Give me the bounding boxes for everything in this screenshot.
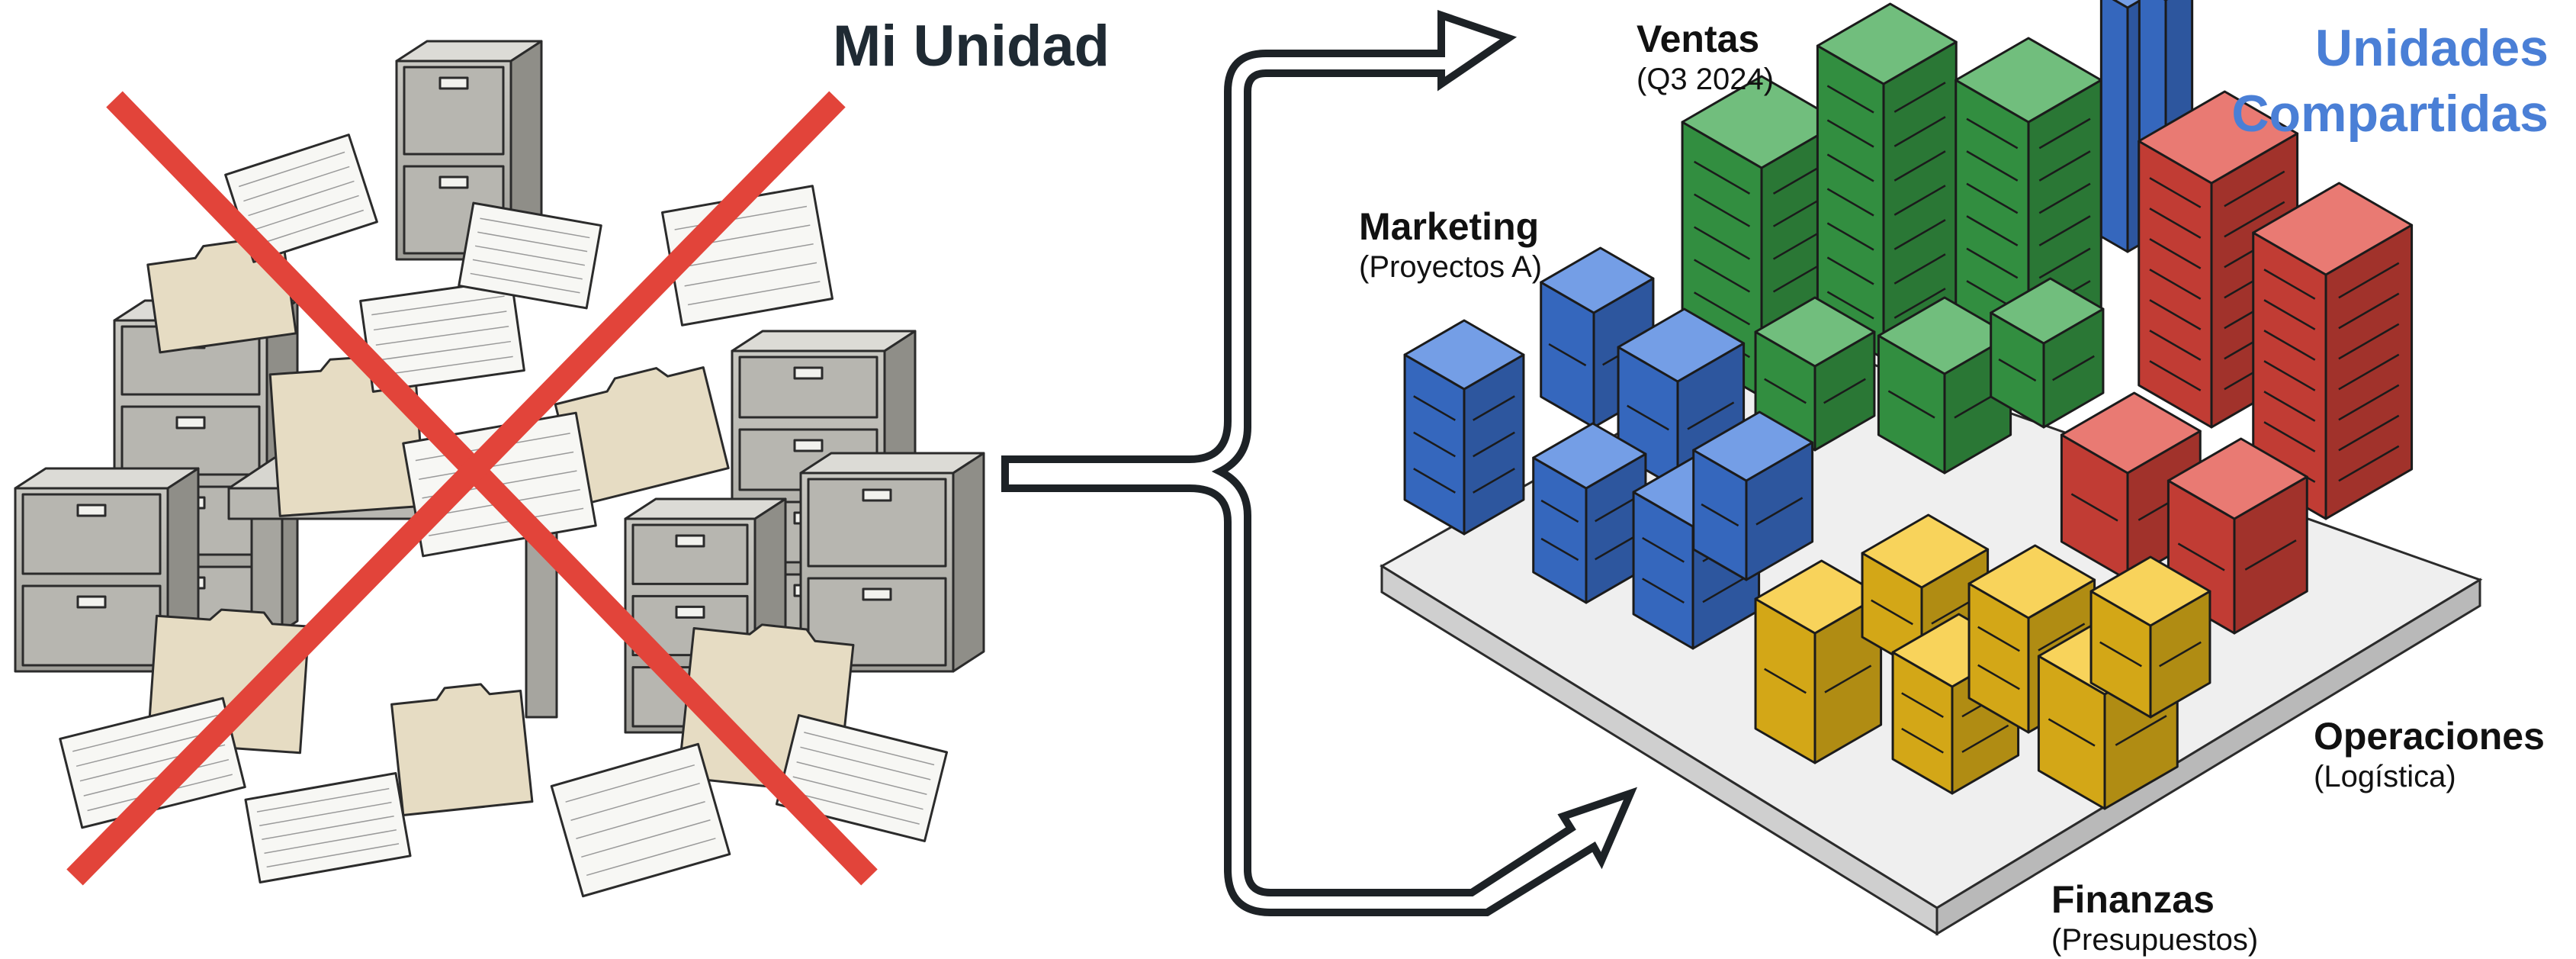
paper-icon xyxy=(59,697,246,829)
filing-cabinet xyxy=(14,467,200,673)
ventas-cube xyxy=(1754,296,1876,452)
unit-detail: (Q3 2024) xyxy=(1636,63,1775,96)
finanzas-cube xyxy=(2089,555,2211,719)
finanzas-cube xyxy=(1891,613,2020,795)
unit-detail: (Proyectos A) xyxy=(1359,250,1543,284)
unit-detail: (Logística) xyxy=(2314,760,2456,793)
paper-icon xyxy=(550,742,731,898)
unit-name: Operaciones xyxy=(2314,715,2545,758)
operaciones-cube xyxy=(2166,437,2308,635)
paper-icon xyxy=(244,771,412,884)
shared-drives-title-line2: Compartidas xyxy=(2231,85,2549,143)
unit-name: Finanzas xyxy=(2051,878,2215,921)
operaciones-rack xyxy=(2252,182,2414,520)
filing-cabinet xyxy=(799,452,985,673)
ventas-tower xyxy=(1816,2,1958,360)
unit-label-finanzas: Finanzas (Presupuestos) xyxy=(2051,877,2258,958)
paper-icon xyxy=(458,201,602,310)
red-cross-icon xyxy=(66,91,878,886)
unit-label-operaciones: Operaciones (Logística) xyxy=(2314,714,2545,795)
shared-drives-title: Unidades Compartidas xyxy=(2231,15,2549,146)
unit-name: Ventas xyxy=(1636,18,1760,60)
filing-cabinets-illustration xyxy=(14,40,985,898)
folder-icon xyxy=(390,683,534,816)
ventas-cube xyxy=(1990,277,2105,429)
unit-name: Marketing xyxy=(1359,205,1540,248)
shared-drives-title-line1: Unidades xyxy=(2314,19,2549,77)
folder-icon xyxy=(554,366,730,507)
unit-label-ventas: Ventas (Q3 2024) xyxy=(1636,17,1774,98)
my-drive-title: Mi Unidad xyxy=(833,14,1110,79)
marketing-cube xyxy=(1532,422,1647,604)
branching-arrow-icon xyxy=(1001,10,1638,916)
paper-icon xyxy=(359,278,525,393)
marketing-cube xyxy=(1692,410,1814,581)
marketing-tower xyxy=(1403,319,1525,536)
shared-drives-illustration xyxy=(1380,0,2483,936)
unit-label-marketing: Marketing (Proyectos A) xyxy=(1359,204,1542,285)
filing-cabinet xyxy=(395,40,543,261)
unit-detail: (Presupuestos) xyxy=(2051,923,2259,957)
